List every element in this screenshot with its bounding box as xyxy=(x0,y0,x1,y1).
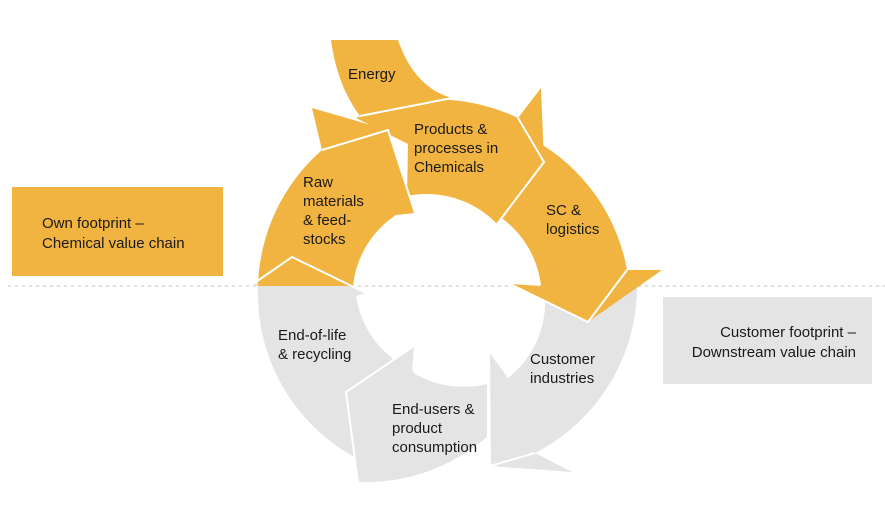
customer-footprint-box: Customer footprint – Downstream value ch… xyxy=(663,297,872,384)
label-products: Products & processes in Chemicals xyxy=(414,121,502,176)
segment-sc-logistics xyxy=(494,141,662,322)
label-energy: Energy xyxy=(348,66,396,83)
segment-products xyxy=(356,88,544,224)
segment-raw-materials xyxy=(258,108,415,286)
own-footprint-line2: Chemical value chain xyxy=(42,235,185,252)
own-footprint-line1: Own footprint – xyxy=(42,215,144,232)
customer-footprint-line1: Customer footprint – xyxy=(720,324,856,341)
label-end-of-life: End-of-life & recycling xyxy=(278,327,351,363)
customer-footprint-line2: Downstream value chain xyxy=(691,344,856,361)
label-raw-materials: Raw materials & feed- stocks xyxy=(303,174,368,248)
label-sc-logistics: SC & logistics xyxy=(546,202,599,238)
label-customer-industries: Customer industries xyxy=(530,351,599,387)
label-end-users: End-users & product consumption xyxy=(392,401,479,456)
segment-separators xyxy=(249,97,628,483)
segment-energy xyxy=(331,40,452,116)
segment-customer-industries xyxy=(489,286,638,472)
own-footprint-box: Own footprint – Chemical value chain xyxy=(12,187,223,276)
segment-end-users xyxy=(346,346,487,483)
